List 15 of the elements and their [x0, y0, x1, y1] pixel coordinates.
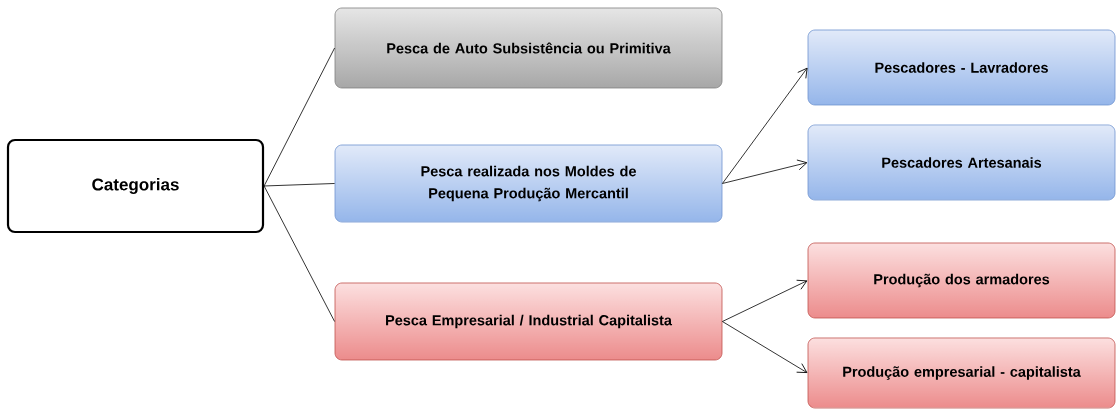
category-box: Pesca Empresarial / Industrial Capitalista [334, 282, 723, 361]
category-box: Pesca realizada nos Moldes de Pequena Produção Mercantil [334, 144, 723, 223]
connector [263, 183, 335, 187]
category-box: Produção empresarial - capitalista [807, 337, 1116, 409]
category-box: Categorias [6, 138, 265, 234]
connector [722, 67, 808, 184]
connector [263, 47, 335, 187]
category-box: Pescadores Artesanais [807, 124, 1116, 201]
category-box: Produção dos armadores [807, 242, 1116, 319]
connector [722, 321, 808, 373]
connector [722, 279, 808, 322]
category-box: Pescadores - Lavradores [807, 29, 1116, 106]
connector [722, 159, 808, 184]
connector [263, 185, 335, 322]
category-box: Pesca de Auto Subsistência ou Primitiva [334, 7, 723, 89]
